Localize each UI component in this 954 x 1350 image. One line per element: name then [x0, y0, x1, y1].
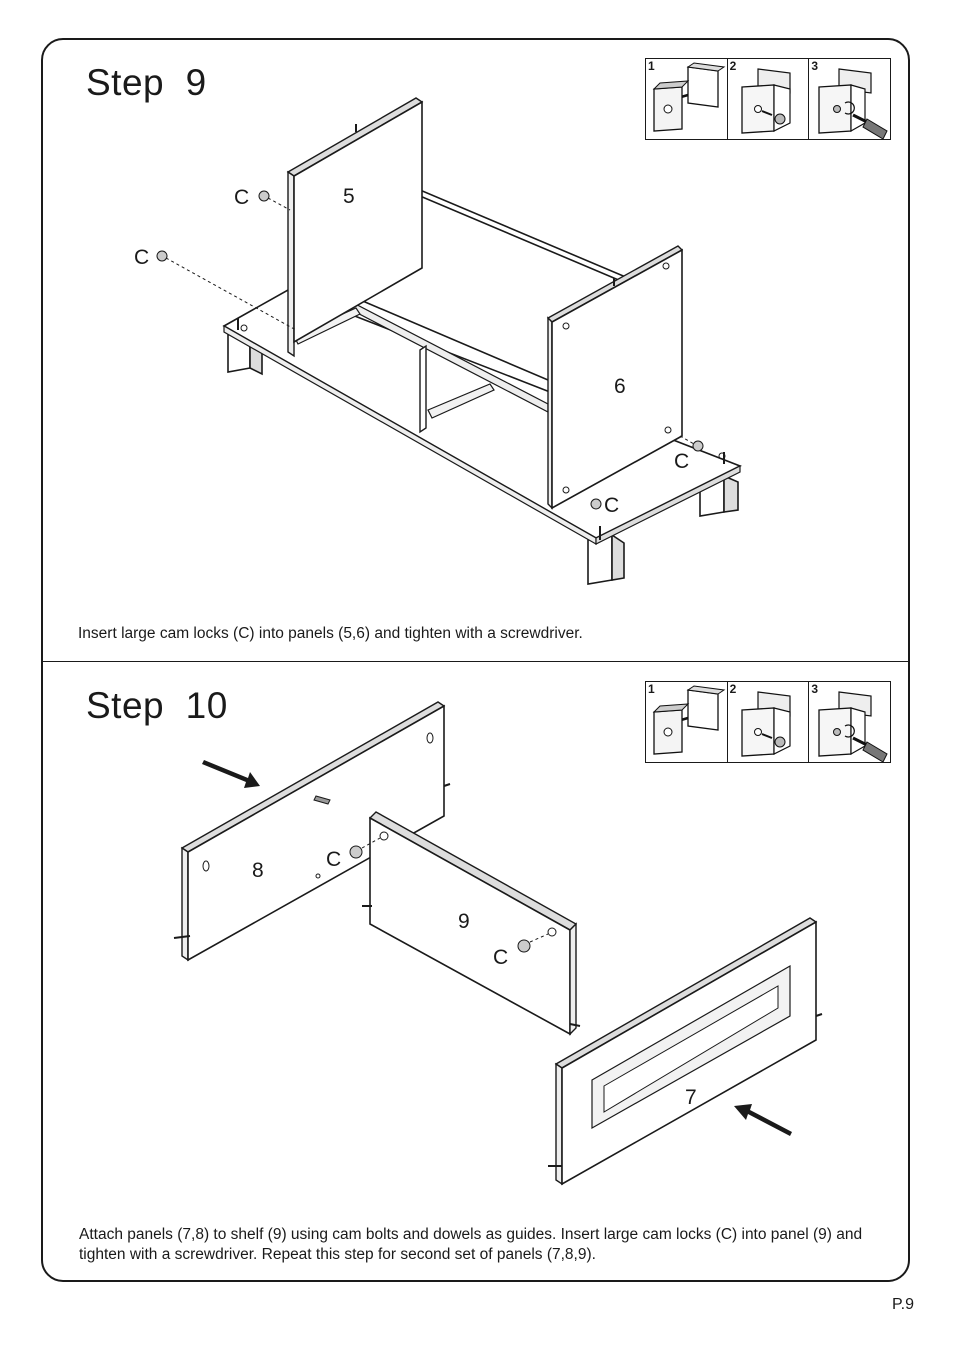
arrow-icon — [734, 1104, 792, 1136]
arrow-icon — [202, 760, 260, 788]
panel-8 — [187, 704, 445, 962]
panel-5-label: 5 — [343, 185, 355, 208]
cam-lock — [258, 190, 270, 202]
panel-9 — [369, 816, 571, 1036]
cam-lock — [349, 845, 363, 859]
step-9-illustration: C C C C 5 6 — [134, 97, 742, 585]
panel-8-label: 8 — [252, 859, 264, 882]
inset-step-number: 2 — [729, 682, 737, 696]
inset-cell-2: 2 — [728, 682, 810, 762]
panel-6-label: 6 — [614, 375, 626, 398]
cam-lock-label: C — [134, 246, 149, 269]
panel-5 — [293, 100, 423, 344]
step-10-title: Step 10 — [86, 685, 228, 726]
inset-step-number: 2 — [729, 59, 737, 73]
inset-cell-1: 1 — [646, 59, 728, 139]
screwdriver-tighten-icon — [818, 691, 888, 762]
cam-bolt — [313, 795, 331, 805]
inset-step-number: 3 — [811, 59, 819, 73]
page-number: P.9 — [892, 1296, 914, 1313]
inset-step-number: 1 — [648, 59, 655, 73]
screwdriver-tighten-icon — [818, 68, 888, 139]
inset-step-number: 3 — [811, 682, 819, 696]
inset-cell-2: 2 — [728, 59, 810, 139]
direction-arrows — [202, 760, 792, 1136]
cam-lock — [517, 939, 531, 953]
step-10-illustration: C C 8 9 7 — [173, 701, 823, 1186]
cam-lock-label: C — [326, 848, 341, 871]
step-10-caption: Attach panels (7,8) to shelf (9) using c… — [79, 1226, 863, 1263]
step-10-cam-lock-inset: 1 2 3 — [645, 681, 891, 763]
divider-panel — [419, 344, 427, 434]
drawer-runner-right — [427, 383, 495, 419]
cam-lock-place-icon — [741, 68, 791, 134]
cam-lock-label: C — [493, 946, 508, 969]
cam-bolt-insert-icon — [652, 685, 726, 755]
panel-7-label: 7 — [685, 1086, 697, 1109]
cam-bolt-insert-icon — [652, 62, 726, 132]
step-9-caption: Insert large cam locks (C) into panels (… — [78, 625, 583, 642]
inset-cell-3: 3 — [809, 59, 890, 139]
panel-9-label: 9 — [458, 910, 470, 933]
panel-6 — [551, 248, 683, 510]
step-divider — [41, 661, 910, 662]
inset-step-number: 1 — [648, 682, 655, 696]
inset-cell-1: 1 — [646, 682, 728, 762]
cam-lock-label: C — [674, 450, 689, 473]
cam-lock-label: C — [604, 494, 619, 517]
inset-cell-3: 3 — [809, 682, 890, 762]
step-9-title: Step 9 — [86, 62, 207, 103]
page-frame — [41, 38, 910, 1282]
cam-lock-place-icon — [741, 691, 791, 757]
cam-lock-label: C — [234, 186, 249, 209]
step-9-cam-lock-inset: 1 2 3 — [645, 58, 891, 140]
